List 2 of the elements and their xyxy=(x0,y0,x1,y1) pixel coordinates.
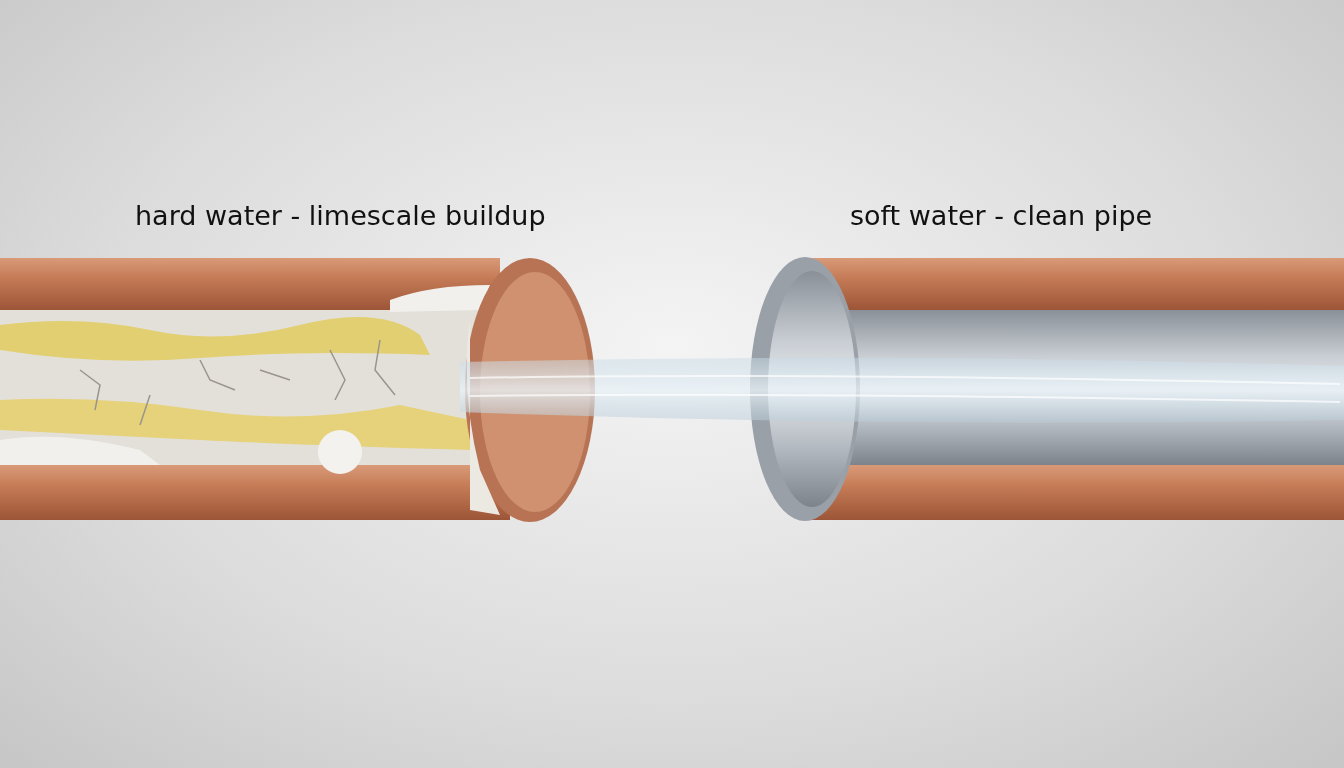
pipe-caption: hard water - limescale buildup xyxy=(135,200,546,231)
pipe-caption: soft water - clean pipe xyxy=(850,200,1153,231)
